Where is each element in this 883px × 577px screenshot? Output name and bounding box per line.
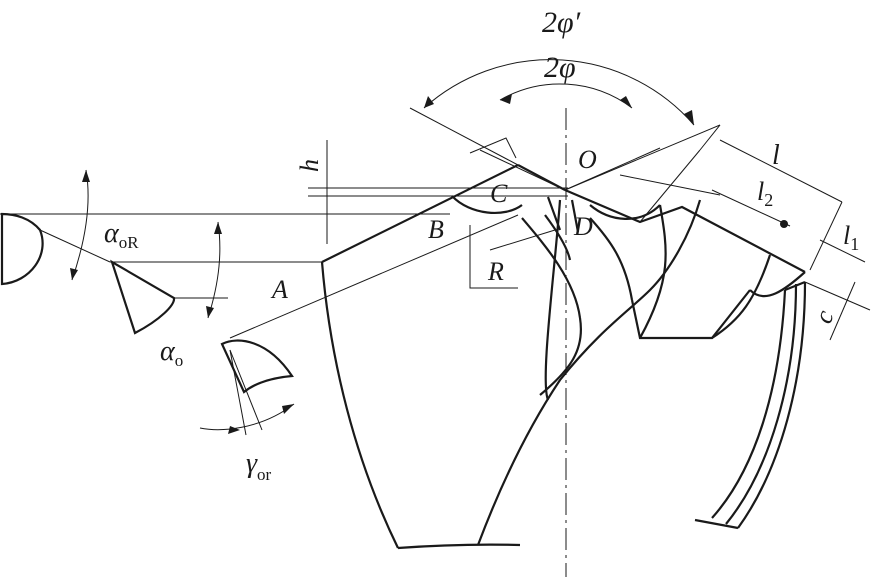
section-alpha-oR	[0, 169, 111, 286]
label-l2: l2	[757, 177, 773, 210]
angle-arc-2phi-prime	[423, 59, 695, 126]
label-h: h	[295, 159, 324, 172]
arrow-2phi-prime-left	[424, 96, 434, 108]
right-bottom	[694, 518, 739, 530]
phi-prime-ref-right	[564, 124, 721, 191]
section-alpha-o	[110, 221, 228, 335]
land-curve-1	[639, 204, 667, 339]
l1-dim-line	[819, 239, 866, 263]
flute-curve-d	[544, 214, 572, 261]
label-C: C	[490, 179, 508, 208]
label-2phi: 2φ	[544, 51, 576, 84]
l-ext-2	[619, 174, 721, 196]
drill-body	[320, 164, 807, 550]
chisel-arc-left	[451, 195, 523, 215]
label-A: A	[270, 275, 288, 304]
l2-dim-line	[711, 189, 791, 227]
label-gamma-or: γor	[246, 448, 272, 484]
flute-curve-secondary	[589, 217, 634, 301]
label-D: D	[573, 212, 593, 241]
phi-ref-right	[564, 147, 661, 191]
flute-curve-third	[630, 289, 751, 340]
tip-ref-line	[699, 124, 721, 151]
section-gamma-or	[199, 339, 295, 436]
right-angle-mark	[469, 137, 517, 159]
label-l: l	[772, 140, 780, 171]
flute-curve-inner	[521, 217, 583, 396]
arrow-2phi-left	[500, 94, 512, 104]
arrow-2phi-prime-right	[684, 110, 694, 125]
c-dim-line	[829, 281, 856, 341]
phi-prime-ref-left	[409, 107, 519, 166]
label-l1: l1	[843, 221, 859, 254]
l-ext-1	[639, 149, 701, 223]
arrow-2phi-right	[620, 96, 632, 108]
label-O: O	[578, 145, 597, 174]
label-c: c	[808, 306, 839, 327]
flank-mark-1	[546, 196, 562, 231]
body-left-contour	[320, 261, 399, 549]
construction-lines	[0, 107, 871, 341]
body-bottom	[397, 543, 521, 550]
l-dimension-dot	[780, 220, 788, 228]
land-curve-2	[711, 254, 772, 339]
angle-arc-2phi	[499, 83, 633, 109]
label-B: B	[428, 215, 444, 244]
heel-curve	[544, 199, 562, 401]
margin-corner	[784, 280, 806, 292]
R-leader	[469, 225, 518, 289]
l-ext-3	[809, 201, 843, 271]
land-curve-3	[749, 271, 806, 298]
margin-edge-inner	[711, 289, 787, 519]
R-arrow-line	[489, 229, 556, 251]
margin-edge-outer	[737, 281, 807, 529]
c-ext-line	[804, 281, 871, 311]
margin-edge-mid	[725, 283, 798, 525]
label-2phi-prime: 2φ′	[542, 6, 581, 39]
flute-curve-main	[476, 199, 702, 546]
label-alpha-o: αo	[160, 336, 183, 370]
phi-ref-left	[479, 149, 566, 191]
chisel-arc-right	[589, 204, 661, 220]
label-alpha-oR: αoR	[104, 218, 139, 252]
l-dim-line	[719, 139, 843, 203]
flank-mark-2	[570, 199, 580, 233]
label-R: R	[487, 257, 504, 286]
